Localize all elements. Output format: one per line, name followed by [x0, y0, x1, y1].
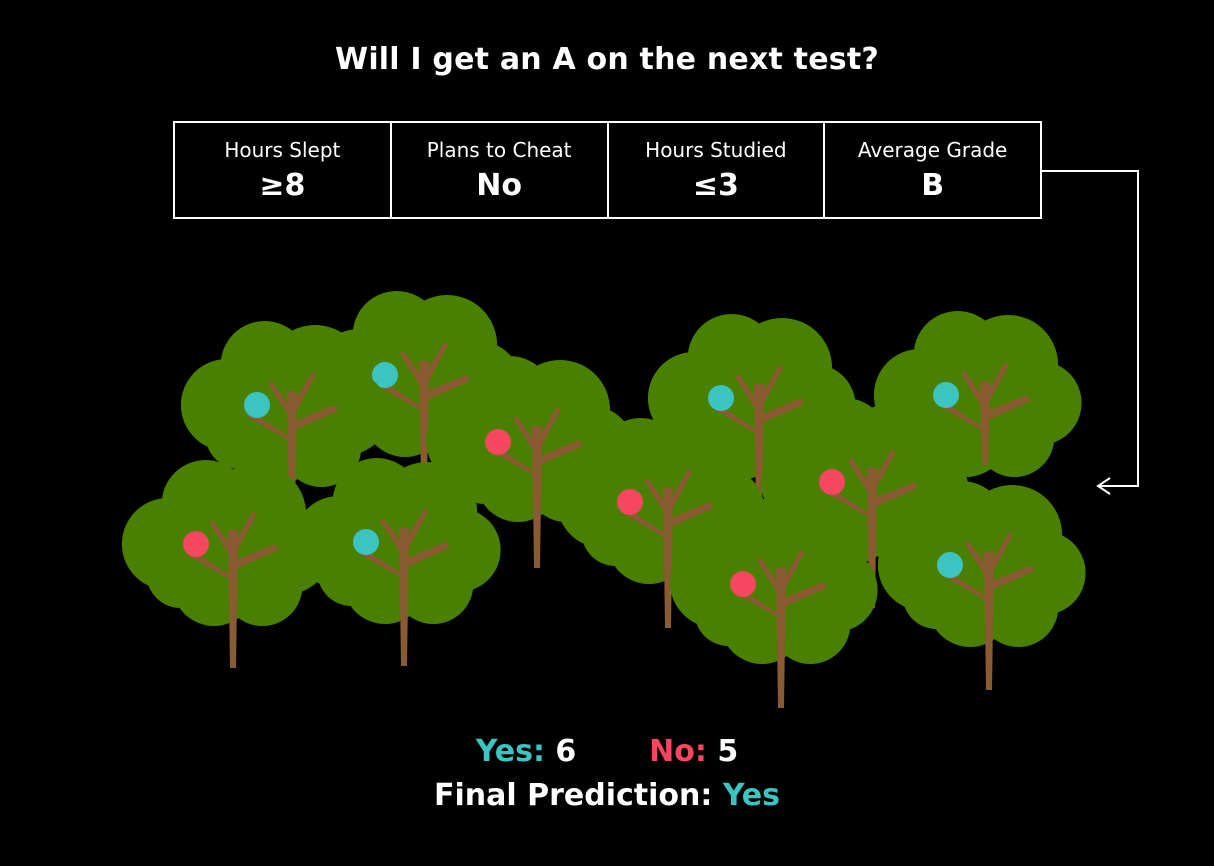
final-prediction-value: Yes [722, 778, 780, 813]
feature-label: Average Grade [857, 138, 1008, 162]
decision-tree [669, 498, 878, 708]
no-vote-dot [485, 429, 511, 455]
input-arrow-connector [1042, 170, 1139, 487]
feature-value: ≤3 [692, 168, 739, 203]
yes-vote-dot [353, 529, 379, 555]
tree-trunk [737, 549, 827, 708]
final-prediction: Final Prediction: Yes [0, 778, 1214, 813]
tree-trunk [189, 511, 279, 668]
decision-tree [121, 460, 330, 668]
no-label: No: [649, 734, 707, 769]
feature-table: Hours Slept ≥8 Plans to Cheat No Hours S… [173, 121, 1042, 219]
feature-cell-hours-slept: Hours Slept ≥8 [175, 123, 392, 217]
feature-label: Hours Slept [224, 138, 341, 162]
tree-trunk [941, 362, 1031, 465]
yes-vote-dot [937, 552, 963, 578]
final-prediction-label: Final Prediction: [433, 778, 713, 813]
feature-label: Hours Studied [645, 138, 787, 162]
tree-trunk [624, 469, 714, 628]
yes-vote-dot [244, 392, 270, 418]
yes-vote-dot [372, 362, 398, 388]
feature-cell-hours-studied: Hours Studied ≤3 [609, 123, 826, 217]
yes-label: Yes: [475, 734, 545, 769]
title: Will I get an A on the next test? [335, 42, 879, 77]
tree-trunk [360, 509, 450, 666]
yes-vote-dot [708, 385, 734, 411]
feature-value: ≥8 [259, 168, 306, 203]
no-vote-dot [730, 571, 756, 597]
tree-trunk [380, 342, 470, 482]
no-vote-dot [819, 469, 845, 495]
decision-tree [292, 458, 501, 666]
no-count: 5 [717, 734, 739, 769]
decision-tree [877, 481, 1086, 690]
feature-label: Plans to Cheat [426, 138, 572, 162]
feature-cell-average-grade: Average Grade B [825, 123, 1040, 217]
no-vote-dot [617, 489, 643, 515]
feature-value: B [921, 168, 945, 203]
vote-tally: Yes: 6 No: 5 [0, 734, 1214, 769]
yes-count: 6 [555, 734, 577, 769]
feature-cell-plans-to-cheat: Plans to Cheat No [392, 123, 609, 217]
tree-trunk [493, 407, 583, 568]
tree-trunk [248, 372, 338, 512]
tree-trunk [715, 365, 805, 510]
arrow-head-icon [1096, 477, 1111, 495]
no-vote-dot [183, 531, 209, 557]
feature-value: No [476, 168, 522, 203]
tree-trunk [945, 532, 1035, 690]
yes-vote-dot [933, 382, 959, 408]
